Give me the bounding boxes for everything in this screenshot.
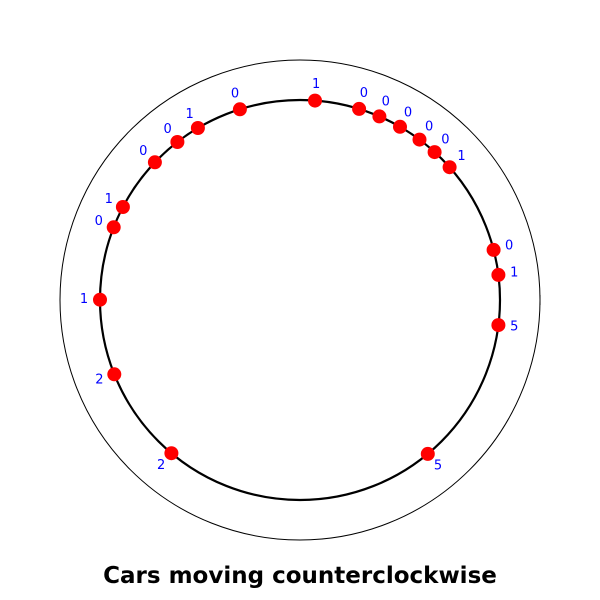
car-marker — [232, 102, 247, 117]
car-label: 0 — [441, 133, 449, 148]
car-marker — [308, 93, 322, 108]
car-label: 1 — [510, 265, 518, 280]
car-marker — [107, 367, 122, 382]
car-label: 5 — [434, 459, 442, 474]
car-marker — [372, 109, 387, 124]
car-marker — [93, 292, 107, 307]
car-marker — [164, 446, 179, 461]
car-marker — [420, 446, 435, 461]
car-marks — [93, 93, 506, 461]
car-label: 1 — [80, 292, 88, 307]
car-label: 1 — [105, 192, 113, 207]
chart-title: Cars moving counterclockwise — [103, 563, 497, 589]
car-label: 1 — [312, 77, 320, 92]
car-label: 0 — [382, 94, 390, 109]
car-marker — [115, 200, 130, 214]
car-label: 0 — [95, 214, 103, 229]
car-marker — [147, 155, 162, 170]
car-label: 0 — [360, 86, 368, 101]
car-marker — [442, 160, 457, 175]
car-label: 0 — [139, 144, 147, 159]
car-label: 5 — [510, 320, 518, 335]
car-label: 1 — [186, 107, 194, 122]
car-marker — [170, 135, 185, 149]
car-label: 0 — [505, 238, 513, 253]
car-label: 0 — [425, 119, 433, 134]
car-label: 2 — [95, 373, 103, 388]
car-label: 1 — [457, 149, 465, 164]
car-marker — [491, 318, 506, 333]
car-marker — [106, 220, 121, 235]
car-marker — [427, 145, 442, 160]
car-label: 0 — [404, 105, 412, 120]
car-marker — [352, 101, 367, 116]
polar-frame — [59, 59, 541, 541]
car-marker — [486, 242, 501, 257]
car-label: 2 — [157, 458, 165, 473]
car-marker — [190, 121, 205, 135]
car-marker — [393, 119, 407, 134]
car-label: 0 — [231, 87, 239, 102]
car-marker — [412, 132, 427, 147]
car-label: 0 — [163, 122, 171, 137]
car-marker — [491, 267, 506, 282]
